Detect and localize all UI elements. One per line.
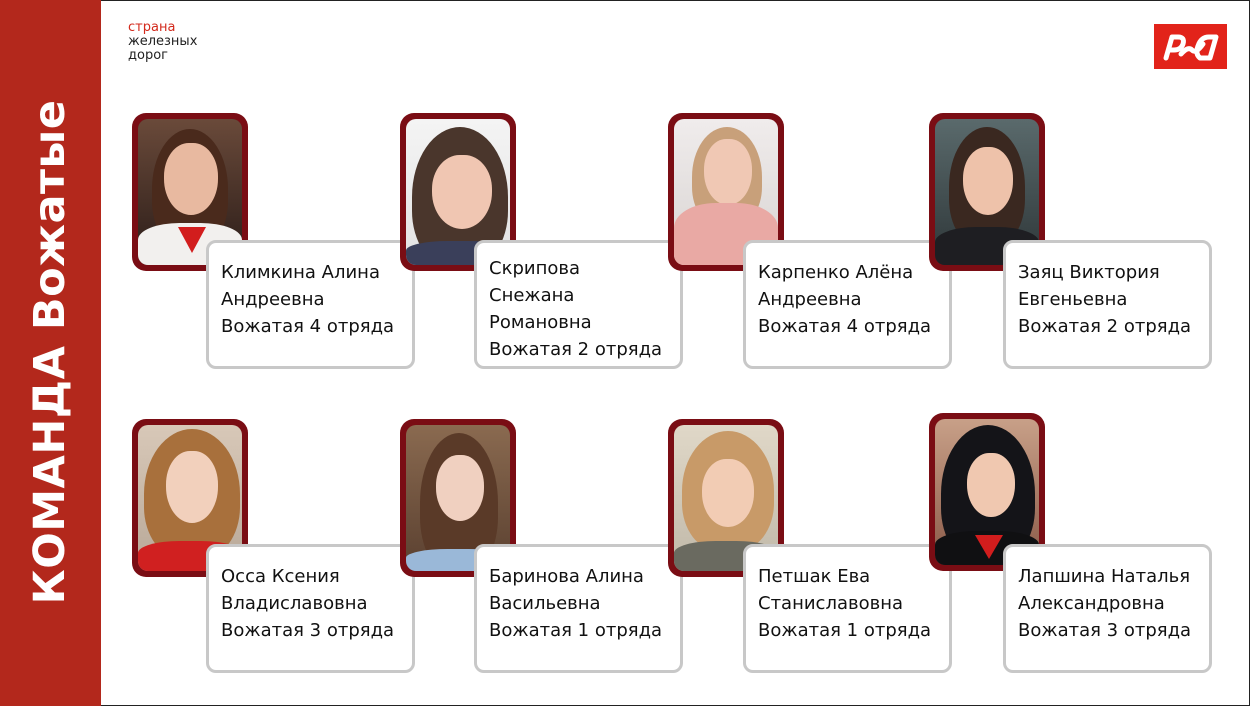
person-card: Скрипова Снежана Романовна Вожатая 2 отр… [474,240,683,369]
person-name: Петшак Ева [758,566,871,587]
person-role: Вожатая 1 отряда [758,620,932,641]
person-role: Вожатая 4 отряда [221,316,395,337]
brand-line-1: страна [128,20,176,35]
person-role: Вожатая 3 отряда [1018,620,1192,641]
person-patronymic: Станиславовна [758,593,904,614]
portrait-photo [400,113,516,271]
person-role: Вожатая 3 отряда [221,620,395,641]
person-name: Осса Ксения [221,566,340,587]
sidebar: КОМАНДА Вожатые [0,0,101,706]
person-patronymic: Андреевна [221,289,325,310]
portrait-photo [668,419,784,577]
person-card: Карпенко Алёна Андреевна Вожатая 4 отряд… [743,240,952,369]
person-card: Лапшина Наталья Александровна Вожатая 3 … [1003,544,1212,673]
person-patronymic: Романовна [489,312,592,333]
person-card: Петшак Ева Станиславовна Вожатая 1 отряд… [743,544,952,673]
brand-line-2: железных [128,34,198,49]
person-name: Заяц Виктория [1018,262,1160,283]
person-name: Лапшина Наталья [1018,566,1191,587]
portrait-photo [929,413,1045,571]
person-card: Заяц Виктория Евгеньевна Вожатая 2 отряд… [1003,240,1212,369]
person-name: Карпенко Алёна [758,262,914,283]
rzd-logo-icon [1154,24,1227,69]
person-role: Вожатая 2 отряда [1018,316,1192,337]
brand-wordmark: страна железных дорог [128,21,197,63]
sidebar-title: КОМАНДА Вожатые [25,99,75,605]
person-patronymic: Владиславовна [221,593,368,614]
person-name: Баринова Алина [489,566,644,587]
person-name: Климкина Алина [221,262,380,283]
brand-line-3: дорог [128,48,168,63]
person-surname: Скрипова [489,258,580,279]
person-patronymic: Васильевна [489,593,601,614]
person-patronymic: Александровна [1018,593,1165,614]
portrait-photo [929,113,1045,271]
person-card: Климкина Алина Андреевна Вожатая 4 отряд… [206,240,415,369]
person-patronymic: Андреевна [758,289,862,310]
person-patronymic: Евгеньевна [1018,289,1128,310]
person-card: Баринова Алина Васильевна Вожатая 1 отря… [474,544,683,673]
person-role: Вожатая 2 отряда [489,339,663,360]
person-role: Вожатая 4 отряда [758,316,932,337]
portrait-photo [668,113,784,271]
person-role: Вожатая 1 отряда [489,620,663,641]
person-firstname: Снежана [489,285,575,306]
person-card: Осса Ксения Владиславовна Вожатая 3 отря… [206,544,415,673]
